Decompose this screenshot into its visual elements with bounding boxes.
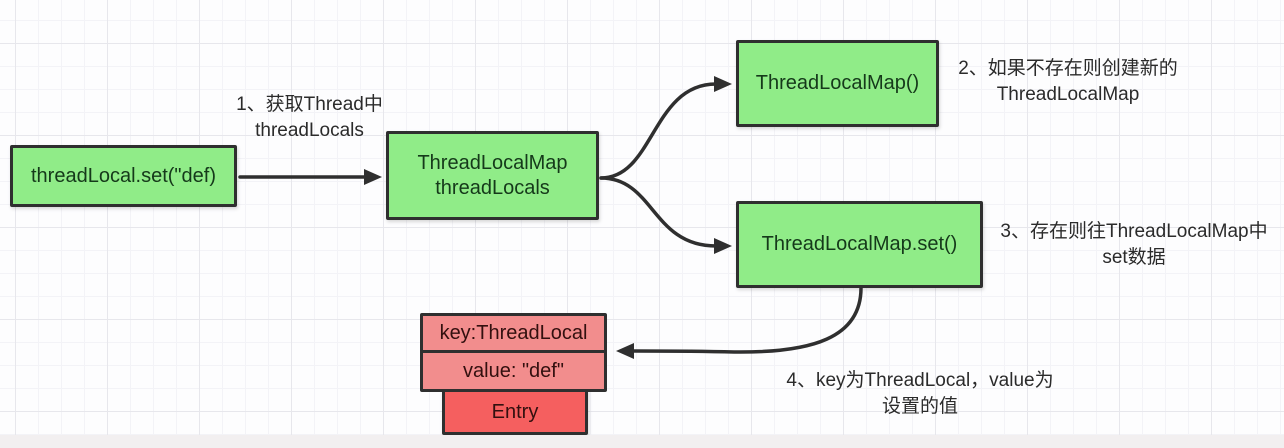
- annotation-step2-line1: 2、如果不存在则创建新的: [958, 58, 1178, 79]
- annotation-step2-line2: ThreadLocalMap: [996, 84, 1140, 105]
- node-threadlocalmap-constructor-label: ThreadLocalMap(): [755, 72, 920, 94]
- node-threadlocalmap-threadlocals: ThreadLocalMap threadLocals: [386, 131, 599, 220]
- arrow-map-set: [599, 176, 732, 254]
- annotation-step1-line2: threadLocals: [255, 120, 364, 141]
- annotation-step4-line1: 4、key为ThreadLocal，value为: [786, 370, 1054, 391]
- entry-key-label: key:ThreadLocal: [439, 321, 588, 344]
- entry-key-value-table: key:ThreadLocal value: "def": [420, 313, 607, 392]
- arrow-set-entry: [616, 286, 863, 360]
- entry-key-row: key:ThreadLocal: [420, 313, 607, 353]
- arrow-create-map: [599, 76, 732, 180]
- annotation-step4: 4、key为ThreadLocal，value为 设置的值: [765, 368, 1075, 420]
- annotation-step1: 1、获取Thread中 threadLocals: [192, 92, 427, 144]
- node-threadlocalmap-constructor: ThreadLocalMap(): [736, 40, 939, 127]
- node-threadlocalmap-set-label: ThreadLocalMap.set(): [761, 233, 958, 255]
- node-threadlocal-set-label: threadLocal.set("def): [31, 164, 216, 187]
- node-threadlocal-set: threadLocal.set("def): [10, 145, 237, 207]
- annotation-step3-line2: set数据: [1102, 247, 1166, 268]
- canvas-bottom-edge: [0, 435, 1284, 448]
- annotation-step3: 3、存在则往ThreadLocalMap中 set数据: [984, 219, 1284, 271]
- node-threadlocalmap-line2: threadLocals: [435, 176, 550, 199]
- node-entry: Entry: [442, 389, 588, 435]
- entry-value-label: value: "def": [463, 359, 564, 382]
- node-entry-label: Entry: [491, 400, 539, 423]
- entry-value-row: value: "def": [420, 350, 607, 392]
- node-threadlocalmap-set: ThreadLocalMap.set(): [736, 201, 983, 288]
- node-threadlocalmap-line1: ThreadLocalMap: [417, 151, 568, 174]
- annotation-step3-line1: 3、存在则往ThreadLocalMap中: [1000, 221, 1268, 242]
- annotation-step4-line2: 设置的值: [881, 396, 958, 417]
- annotation-step2: 2、如果不存在则创建新的 ThreadLocalMap: [943, 56, 1193, 108]
- annotation-step1-line1: 1、获取Thread中: [236, 94, 383, 115]
